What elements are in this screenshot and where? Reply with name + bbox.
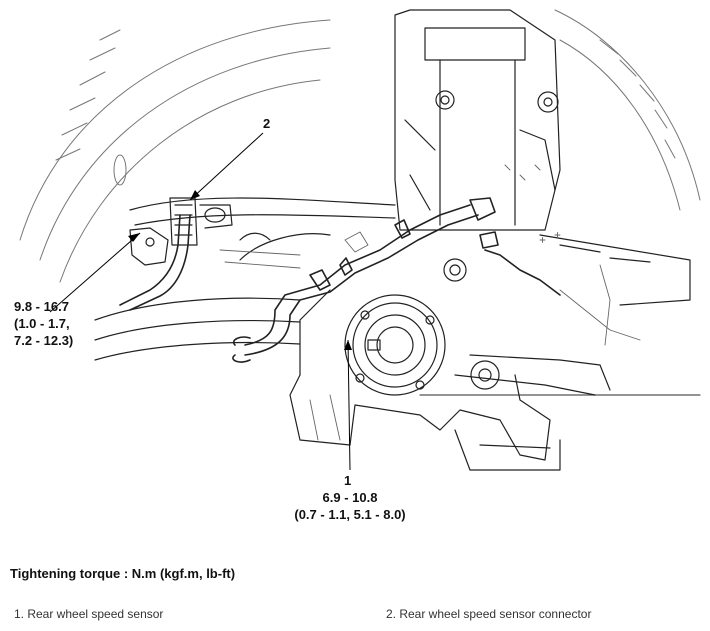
bracket-torque-kgfm: (1.0 - 1.7, [14,316,70,331]
lower-control-arm [239,233,611,396]
bracket-torque-nm: 9.8 - 16.7 [14,299,69,314]
callout-connector-number: 2 [263,116,271,131]
sensor-harness [119,197,561,363]
callout-bracket-torque: 9.8 - 16.7 (1.0 - 1.7, 7.2 - 12.3) [14,298,94,349]
wheel-house-liner [19,9,701,283]
hub-bearing [344,294,446,396]
detail-lines [219,164,641,441]
sensor-torque-kgfm-lbft: (0.7 - 1.1, 5.1 - 8.0) [294,507,406,522]
legend-item-connector: 2. Rear wheel speed sensor connector [386,607,592,621]
sensor-torque-nm: 6.9 - 10.8 [322,490,378,505]
knuckle [289,289,561,471]
leader-arrowheads [128,190,352,350]
leader-lines [49,132,351,471]
callout-sensor-torque: 6.9 - 10.8 (0.7 - 1.1, 5.1 - 8.0) [270,489,430,523]
rear-knuckle-assembly-illustration [19,9,701,471]
strut-tower [394,9,561,231]
sensor-connector-bracket [129,197,271,266]
legend-item-sensor: 1. Rear wheel speed sensor [14,607,164,621]
bracket-torque-lbft: 7.2 - 12.3) [14,333,74,348]
torque-heading: Tightening torque : N.m (kgf.m, lb-ft) [10,566,236,581]
callout-sensor-number: 1 [344,473,352,488]
